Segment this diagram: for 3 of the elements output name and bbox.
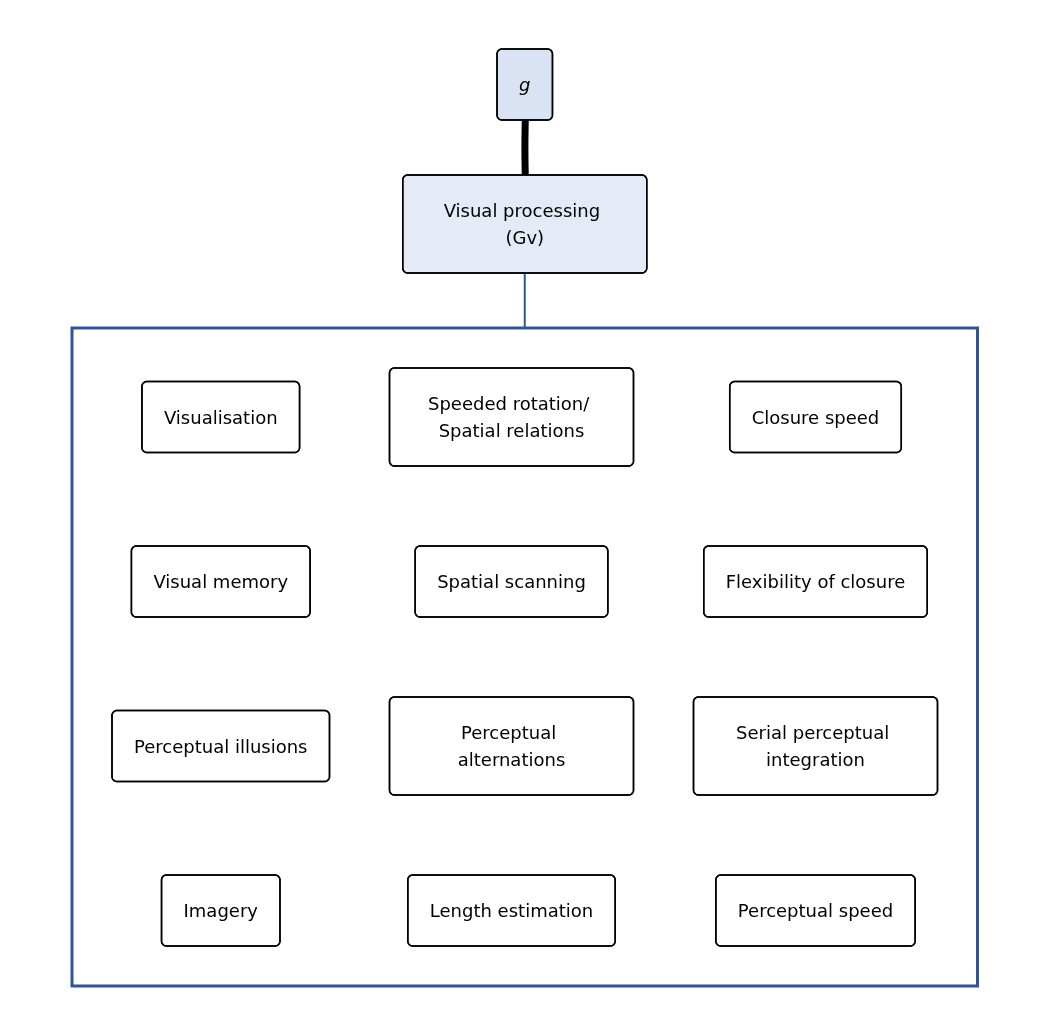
connector bbox=[521, 120, 529, 176]
connector bbox=[523, 272, 526, 329]
cluster bbox=[70, 326, 979, 988]
